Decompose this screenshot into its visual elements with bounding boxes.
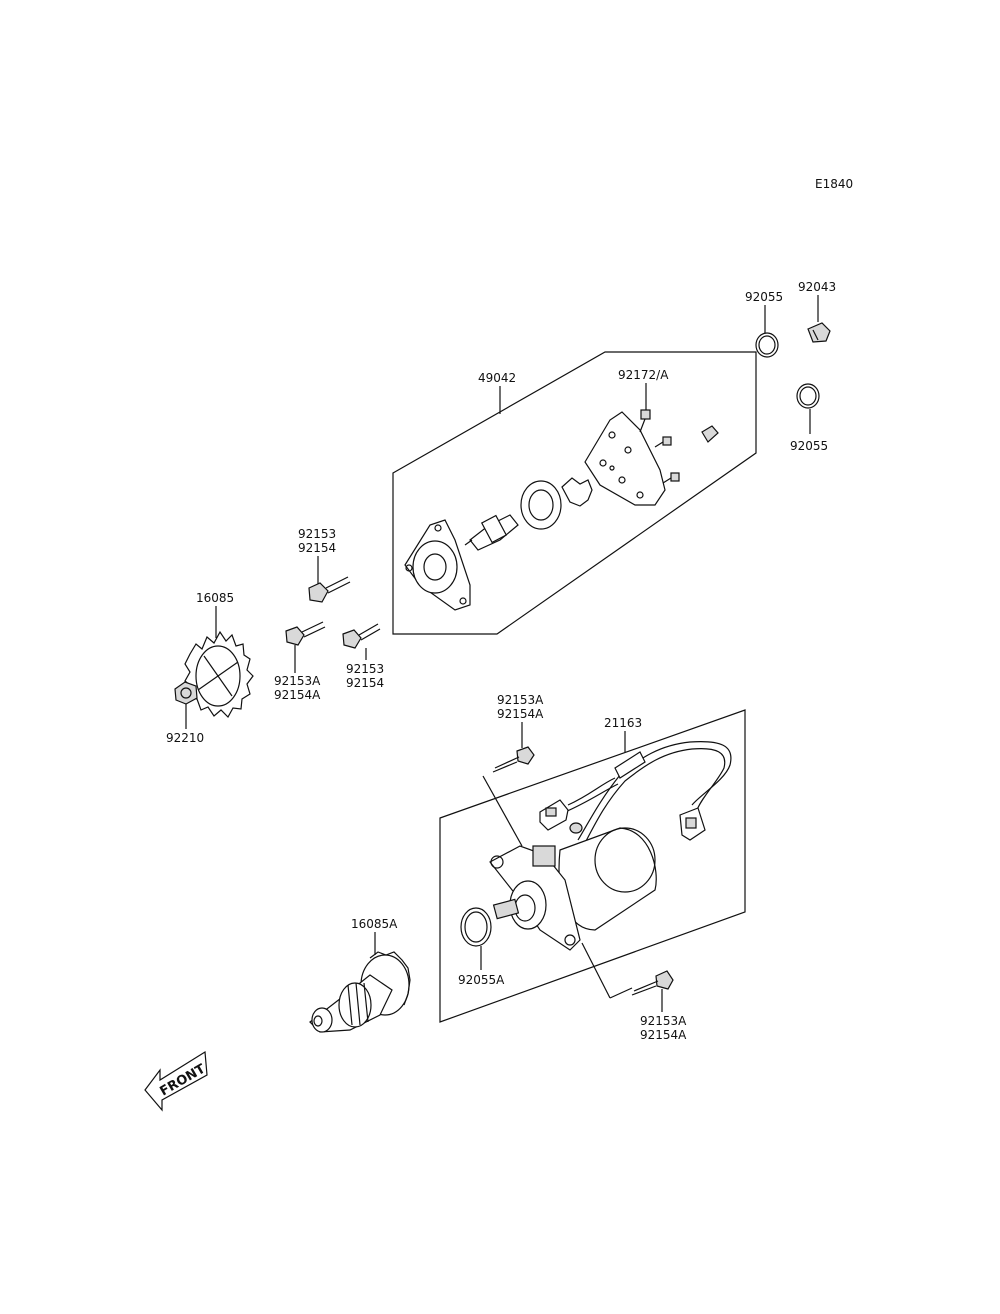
label-92043: 92043 [798, 280, 836, 294]
motor-terminal [532, 845, 556, 867]
label-92153-b: 92153 [346, 662, 384, 676]
cap-92043 [807, 322, 831, 343]
connector-right [679, 807, 706, 841]
label-92210: 92210 [166, 731, 204, 745]
label-92172: 92172/A [618, 368, 669, 382]
label-16085: 16085 [196, 591, 234, 605]
assembly-box-49042 [392, 351, 757, 635]
label-92055A: 92055A [458, 973, 505, 987]
connector-left [539, 799, 569, 831]
label-92153A-a: 92153A [274, 674, 321, 688]
diagram-code: E1840 [815, 177, 853, 191]
label-21163: 21163 [604, 716, 642, 730]
wiring-harness [564, 741, 732, 844]
o-ring-92055A [460, 907, 492, 947]
bolt-92153-b [342, 623, 381, 649]
label-92153A-c: 92153A [640, 1014, 687, 1028]
bolt-92153A-a [285, 621, 326, 646]
assembly-box-21163 [439, 709, 746, 1023]
outer-rotor [520, 480, 562, 530]
screw-92172 [639, 409, 719, 484]
label-92153-a: 92153 [298, 527, 336, 541]
label-92154A-a: 92154A [274, 688, 321, 702]
ground-terminal [569, 822, 583, 834]
bolt-92153A-c [631, 970, 674, 996]
cover-plate [584, 411, 666, 506]
bolt-92153-a [308, 576, 351, 603]
label-92055-top: 92055 [745, 290, 783, 304]
label-92153A-b: 92153A [497, 693, 544, 707]
label-92154-b: 92154 [346, 676, 384, 690]
label-92154-a: 92154 [298, 541, 336, 555]
label-92055-mid: 92055 [790, 439, 828, 453]
pump-body [404, 519, 471, 611]
starter-clutch-16085A [309, 951, 411, 1033]
pump-shaft [464, 514, 519, 551]
label-92154A-b: 92154A [497, 707, 544, 721]
label-92154A-c: 92154A [640, 1028, 687, 1042]
label-16085A: 16085A [351, 917, 398, 931]
front-arrow-icon: FRONT [144, 1050, 208, 1112]
nut-92210 [174, 681, 198, 705]
bolt-92153A-b [492, 746, 535, 773]
label-49042: 49042 [478, 371, 516, 385]
sprocket-16085 [184, 630, 254, 718]
starter-motor [489, 827, 657, 951]
inner-rotor [561, 477, 593, 507]
